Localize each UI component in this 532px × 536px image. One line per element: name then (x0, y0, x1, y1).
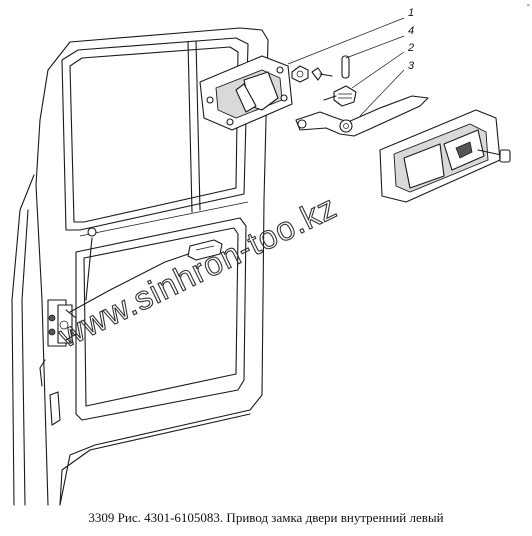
callout-4: 4 (408, 25, 414, 37)
figure-caption: 3309 Рис. 4301-6105083. Привод замка две… (88, 510, 444, 525)
lever (295, 95, 429, 137)
door-handle-small (187, 239, 223, 261)
callout-2: 2 (407, 42, 414, 54)
fastener (291, 65, 333, 83)
callout-3: 3 (408, 60, 415, 72)
watermark: www.sinhron-too.kz (52, 188, 342, 355)
leader-lines (287, 17, 405, 117)
escutcheon-plate (199, 55, 293, 131)
corner-mark: - (526, 0, 530, 11)
pin (341, 55, 350, 79)
lock-rod (69, 227, 201, 313)
spring (323, 85, 357, 107)
callout-1: 1 (408, 7, 414, 19)
inner-handle-housing (379, 109, 511, 203)
door-lock-body (47, 299, 77, 347)
